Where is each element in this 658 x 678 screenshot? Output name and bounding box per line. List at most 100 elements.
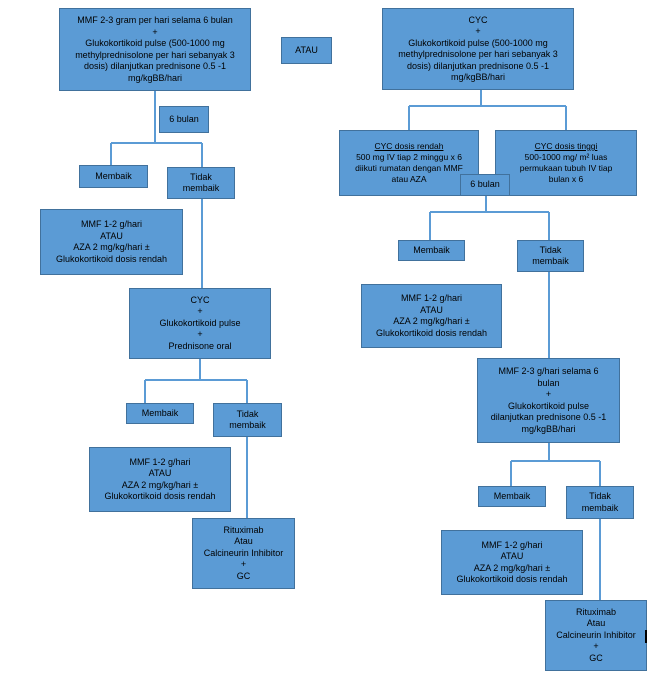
box-line: +: [197, 329, 203, 340]
box-line: membaik: [182, 183, 220, 193]
box-line: 500 mg IV tiap 2 minggu x 6: [356, 152, 462, 162]
box-line: bulan: [537, 377, 560, 388]
box-line: Tidak: [539, 244, 562, 255]
box-line: Tidak: [236, 408, 259, 419]
left-rescue-box: Rituximab Atau Calcineurin Inhibitor + G…: [192, 518, 295, 589]
box-line: diikuti rumatan dengan MMF: [355, 163, 463, 173]
box-line: Glukokortikoid pulse (500-1000 mg: [408, 37, 548, 48]
box-title: CYC dosis rendah: [374, 141, 444, 151]
box-line: GC: [589, 652, 603, 663]
connector-right-top: [408, 90, 567, 130]
box-line: MMF 1-2 g/hari: [80, 219, 142, 229]
box-line: Prednisone oral: [168, 340, 232, 351]
connector-left-top: [110, 91, 203, 167]
box-line: +: [197, 306, 203, 317]
right-improve-2-box: Membaik: [478, 486, 546, 507]
box-line: ATAU: [500, 551, 524, 561]
connector-left-cyc: [144, 359, 248, 403]
box-line: Glukokortikoid pulse: [159, 317, 241, 328]
right-rescue-box: Rituximab Atau Calcineurin Inhibitor + G…: [545, 600, 647, 671]
box-line: +: [475, 26, 481, 36]
left-mmf-induction-box: MMF 2-3 gram per hari selama 6 bulan + G…: [59, 8, 251, 91]
right-improve-1-box: Membaik: [398, 240, 465, 261]
box-line: MMF 1-2 g/hari: [481, 539, 543, 550]
box-line: Tidak: [589, 491, 611, 501]
connector-right-mmf: [510, 443, 601, 486]
box-line: 6 bulan: [470, 179, 500, 190]
left-improve-2-box: Membaik: [126, 403, 194, 424]
left-not-improve-1-box: Tidak membaik: [167, 167, 235, 199]
or-label-box: ATAU: [281, 37, 332, 64]
box-line: Glukokortikoid dosis rendah: [375, 327, 488, 338]
box-line: AZA 2 mg/kg/hari ±: [73, 242, 150, 252]
box-line: +: [545, 389, 552, 399]
box-line: Atau: [234, 536, 253, 547]
edge-tick-mark: [645, 630, 647, 643]
box-line: AZA 2 mg/kg/hari ±: [121, 479, 199, 490]
left-period-box: 6 bulan: [159, 106, 209, 133]
box-line: CYC: [190, 294, 210, 305]
box-line: MMF 1-2 g/hari: [400, 293, 462, 303]
box-line: membaik: [532, 256, 569, 266]
left-improve-1-box: Membaik: [79, 165, 148, 188]
box-line: atau AZA: [391, 174, 427, 184]
right-maintenance-1-box: MMF 1-2 g/hari ATAU AZA 2 mg/kg/hari ± G…: [361, 284, 502, 348]
box-line: permukaan tubuh IV tiap: [519, 163, 613, 173]
right-not-improve-1-box: Tidak membaik: [517, 240, 584, 272]
box-line: membaik: [229, 420, 266, 430]
box-line: MMF 1-2 g/hari: [129, 456, 191, 467]
connector-right-period: [429, 196, 550, 240]
box-line: ATAU: [148, 468, 172, 478]
box-line: MMF 2-3 gram per hari selama 6 bulan: [77, 15, 233, 25]
box-line: +: [593, 641, 599, 652]
box-line: Glukokortikoid dosis rendah: [456, 574, 568, 584]
box-line: Membaik: [413, 244, 450, 255]
box-line: dosis) dilanjutkan prednisone 0.5 -1: [83, 61, 227, 71]
box-line: Membaik: [141, 407, 179, 418]
box-line: Tidak: [190, 171, 212, 182]
box-line: CYC: [468, 14, 488, 25]
right-period-box: 6 bulan: [460, 174, 510, 196]
box-line: +: [152, 26, 158, 37]
box-line: ATAU: [420, 304, 443, 315]
left-not-improve-2-box: Tidak membaik: [213, 403, 282, 437]
left-maintenance-1-box: MMF 1-2 g/hari ATAU AZA 2 mg/kg/hari ± G…: [40, 209, 183, 275]
box-line: Rituximab: [575, 606, 616, 617]
box-line: Membaik: [493, 490, 531, 501]
box-title: CYC dosis tinggi: [534, 141, 598, 151]
box-line: ATAU: [295, 44, 318, 55]
box-line: Calcineurin Inhibitor: [203, 547, 284, 558]
box-line: Atau: [586, 618, 606, 629]
box-line: AZA 2 mg/kg/hari ±: [393, 316, 470, 326]
box-line: MMF 2-3 g/hari selama 6: [498, 366, 599, 376]
box-line: Calcineurin Inhibitor: [556, 629, 636, 640]
box-line: 500-1000 mg/ m² luas: [524, 152, 608, 162]
box-line: mg/kgBB/hari: [521, 423, 576, 434]
right-mmf-box: MMF 2-3 g/hari selama 6 bulan + Glukokor…: [477, 358, 620, 443]
box-line: GC: [236, 570, 251, 581]
box-line: +: [240, 559, 247, 570]
box-line: Glukokortikoid dosis rendah: [55, 253, 168, 264]
left-maintenance-2-box: MMF 1-2 g/hari ATAU AZA 2 mg/kg/hari ± G…: [89, 447, 231, 512]
box-line: methylprednisolone per hari sebanyak 3: [75, 49, 235, 60]
box-line: 6 bulan: [169, 113, 199, 124]
right-high-dose-box: CYC dosis tinggi 500-1000 mg/ m² luas pe…: [495, 130, 637, 196]
box-line: Glukokortikoid dosis rendah: [104, 491, 216, 501]
box-line: dilanjutkan prednisone 0.5 -1: [490, 412, 607, 422]
box-line: membaik: [581, 502, 619, 513]
right-maintenance-2-box: MMF 1-2 g/hari ATAU AZA 2 mg/kg/hari ± G…: [441, 530, 583, 595]
right-not-improve-2-box: Tidak membaik: [566, 486, 634, 519]
box-line: dosis) dilanjutkan prednisone 0.5 -1: [406, 60, 550, 71]
box-line: Rituximab: [223, 524, 264, 535]
box-line: AZA 2 mg/kg/hari ±: [473, 562, 551, 573]
box-line: bulan x 6: [548, 174, 584, 184]
right-cyc-induction-box: CYC + Glukokortikoid pulse (500-1000 mg …: [382, 8, 574, 90]
box-line: mg/kgBB/hari: [127, 72, 183, 83]
box-line: Glukokortikoid pulse (500-1000 mg: [85, 38, 225, 48]
right-low-dose-box: CYC dosis rendah 500 mg IV tiap 2 minggu…: [339, 130, 479, 196]
box-line: Membaik: [95, 170, 132, 181]
box-line: ATAU: [100, 230, 123, 241]
left-cyc-box: CYC + Glukokortikoid pulse + Prednisone …: [129, 288, 271, 359]
box-line: mg/kgBB/hari: [450, 72, 506, 82]
